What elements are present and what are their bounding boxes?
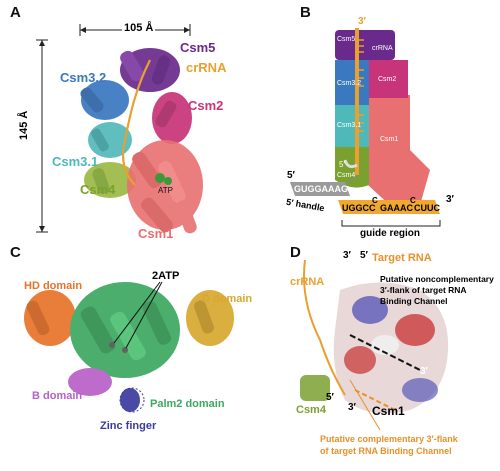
b-guide-seq-1: UGGCC [342, 203, 376, 213]
b-csm5: Csm5 [337, 36, 356, 43]
d-comp-1: Putative complementary 3′-flank [320, 434, 458, 444]
d-csm4: Csm4 [296, 404, 326, 416]
b-guide-c2: C [410, 196, 416, 205]
b-three-prime: 3′ [358, 16, 366, 27]
c-d-label: D domain [202, 293, 253, 305]
label-a-csm5: Csm5 [180, 40, 216, 55]
csm2-structure [152, 92, 192, 144]
c-2atp-label: 2ATP [152, 270, 180, 282]
b-guide-c1: C [372, 196, 378, 205]
d-noncomp-2: 3′-flank of target RNA [380, 285, 467, 295]
c-b-label: B domain [32, 390, 83, 402]
d-3p-b: 3′ [420, 366, 428, 377]
b-guide-seq-2: GAAAC [380, 203, 413, 213]
b-csm32: Csm3.2 [337, 80, 362, 87]
d-target-rna: Target RNA [372, 252, 432, 264]
panel-b-letter: B [300, 4, 311, 21]
d-5p-a: 5′ [360, 250, 368, 261]
label-a-csm32: Csm3.2 [60, 70, 107, 85]
panel-a-letter: A [10, 4, 21, 21]
b-csm31: Csm3.1 [337, 122, 362, 129]
d-5p-b: 5′ [326, 392, 334, 403]
label-a-csm2: Csm2 [188, 98, 224, 113]
b-csm4: Csm4 [337, 172, 356, 179]
b-guide-seq-3: CUUC [414, 203, 440, 213]
panel-c-letter: C [10, 244, 21, 261]
label-a-atp: ATP [158, 186, 173, 195]
csm5-structure [120, 48, 180, 92]
csm31-structure [88, 122, 132, 158]
b-crrna: crRNA [372, 45, 393, 52]
b-guide-label: guide region [360, 228, 420, 239]
d-comp-2: of target RNA Binding Channel [320, 446, 452, 456]
csm1-structure [127, 140, 203, 234]
label-a-csm4: Csm4 [80, 182, 116, 197]
b-five-prime: 5′ [287, 170, 295, 181]
d-csm1: Csm1 [372, 404, 405, 418]
csm32-structure [80, 80, 129, 120]
width-label: 105 Å [122, 22, 156, 34]
panel-d-letter: D [290, 244, 301, 261]
b-five-prime-inner: 5′ [339, 160, 345, 169]
b-guide-3p: 3′ [446, 194, 454, 205]
label-a-csm1: Csm1 [138, 226, 174, 241]
b-csm2: Csm2 [378, 76, 397, 83]
c-zinc-label: Zinc finger [100, 420, 157, 432]
d-3p-c: 3′ [348, 402, 356, 413]
label-a-csm31: Csm3.1 [52, 154, 99, 169]
d-3p-a: 3′ [343, 250, 351, 261]
d-noncomp-3: Binding Channel [380, 296, 448, 306]
d-crrna: crRNA [290, 276, 325, 288]
b-csm1: Csm1 [380, 136, 399, 143]
csm4-structure [84, 162, 136, 198]
c-hd-label: HD domain [24, 280, 83, 292]
b-handle-seq: GUGGAAAG [294, 184, 348, 194]
c-palm2-label: Palm2 domain [150, 398, 225, 410]
label-a-crrna: crRNA [186, 60, 227, 75]
d-noncomp-1: Putative noncomplementary [380, 274, 494, 284]
